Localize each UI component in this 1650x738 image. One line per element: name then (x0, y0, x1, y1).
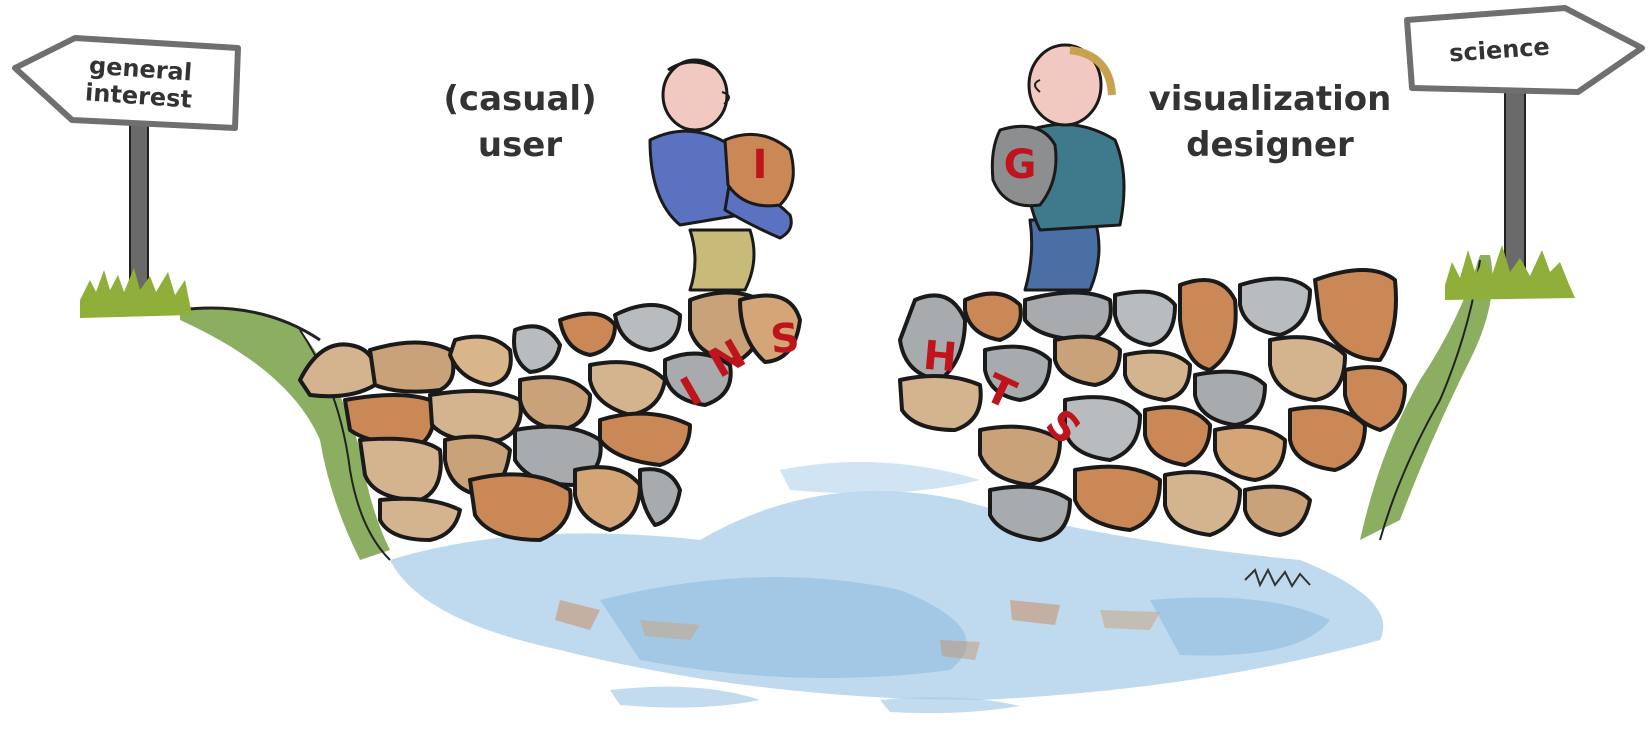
right-stone-wall (898, 268, 1407, 542)
letter-left-man: I (753, 142, 768, 188)
water (390, 462, 1384, 714)
visualization-designer-label: visualization designer (1130, 76, 1410, 168)
left-grass (80, 268, 192, 318)
left-sign-board (12, 35, 241, 131)
artist-signature (1244, 567, 1311, 588)
casual-user-label: (casual) user (420, 76, 620, 168)
casual-user-label-line-1: (casual) (443, 79, 597, 119)
letter-left-wall-3: S (769, 315, 802, 363)
right-sign-board (1404, 5, 1645, 95)
science-signpost: science (1404, 5, 1645, 300)
right-grass (1445, 245, 1575, 300)
right-sign-pole (1504, 91, 1526, 283)
left-stone-wall (298, 290, 802, 542)
right-bank (1360, 255, 1493, 541)
casual-user-label-line-2: user (477, 125, 563, 165)
letter-right-man: G (1004, 142, 1037, 188)
visualization-designer-figure (990, 43, 1126, 292)
letter-right-wall-1: H (921, 333, 958, 382)
designer-label-line-1: visualization (1148, 79, 1392, 119)
general-interest-signpost: general interest (12, 35, 241, 318)
designer-label-line-2: designer (1186, 125, 1354, 165)
casual-user-figure (648, 58, 795, 292)
